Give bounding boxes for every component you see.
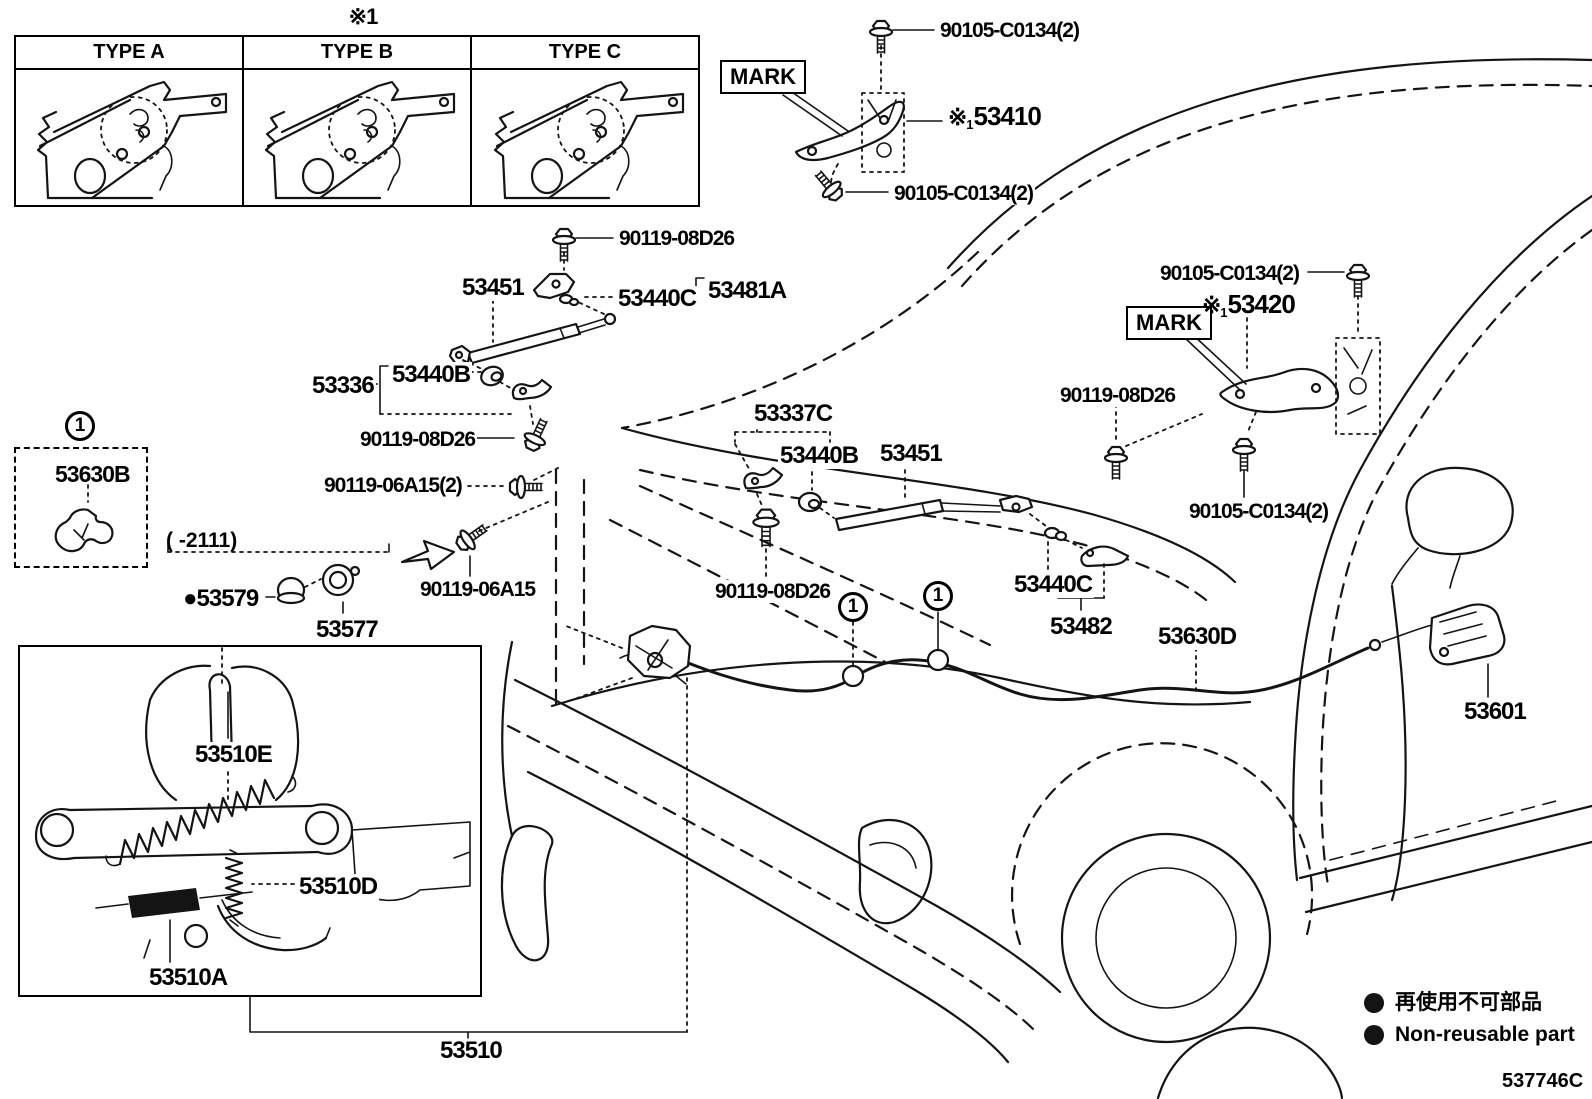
label-53510e: 53510E [193, 741, 274, 768]
stopper-cushion-drawing [168, 544, 389, 613]
label-90119-08d26-mid: 90119-08D26 [713, 580, 833, 603]
hood-hinge-lh-drawing [1103, 263, 1380, 497]
label-90105-second: 90105-C0134(2) [892, 182, 1035, 205]
type-c-header: TYPE C [548, 41, 622, 63]
figure-code: 537746C [1502, 1070, 1584, 1092]
hood-support-upper-drawing [366, 227, 704, 576]
label-53630d: 53630D [1156, 623, 1239, 650]
label-53440b-upper: 53440B [390, 361, 473, 388]
type-a-header: TYPE A [16, 37, 244, 68]
legend-bullets [1364, 993, 1384, 1045]
label-90105-right-bottom: 90105-C0134(2) [1187, 500, 1330, 523]
type-comparison-table: TYPE A TYPE B TYPE C [14, 35, 700, 207]
legend-jp-row: 再使用不可部品 [1395, 992, 1542, 1013]
label-53440b-mid: 53440B [778, 442, 861, 469]
label-53451-mid: 53451 [878, 440, 944, 467]
label-53630b: 53630B [55, 461, 131, 487]
label-90105-top: 90105-C0134(2) [938, 19, 1081, 42]
type-c-cell [472, 70, 698, 205]
legend-jp-text: 再使用不可部品 [1395, 991, 1542, 1014]
label-date-range: ( -2111) [166, 529, 238, 552]
type-a-cell [16, 70, 244, 205]
label-53579: ●53579 [183, 585, 259, 612]
circled-callout-1-right: 1 [923, 581, 953, 611]
circled-callout-1-box: 1 [65, 411, 95, 441]
circled-callout-1-left: 1 [838, 592, 868, 622]
mark-callout-rh: MARK [720, 60, 806, 94]
label-53601: 53601 [1462, 698, 1528, 725]
label-53410: ※153410 [948, 101, 1042, 132]
label-90105-right-top: 90105-C0134(2) [1158, 262, 1301, 285]
label-53482: 53482 [1048, 613, 1114, 640]
hood-lock-detail-box [18, 645, 482, 997]
label-53451-upper: 53451 [460, 274, 526, 301]
label-90119-06a15: 90119-06A15 [418, 578, 538, 601]
hood-support-mid-drawing [735, 422, 1196, 694]
type-b-cell [244, 70, 472, 205]
clip-53630b-drawing [56, 485, 113, 551]
label-53510a: 53510A [147, 964, 230, 991]
label-90119-08d26-left: 90119-08D26 [358, 428, 478, 451]
label-53577: 53577 [316, 616, 379, 643]
type-b-header: TYPE B [244, 37, 472, 68]
label-53510: 53510 [440, 1037, 503, 1064]
label-53336: 53336 [310, 372, 376, 399]
label-90119-08d26-right: 90119-08D26 [1058, 384, 1178, 407]
mark-callout-lh: MARK [1126, 306, 1212, 340]
legend-en-row: Non-reusable part [1395, 1024, 1575, 1045]
type-table-body [16, 70, 698, 205]
label-53420: ※153420 [1202, 289, 1296, 320]
label-53337c: 53337C [752, 400, 835, 427]
hood-lock-detail-drawing [36, 648, 470, 962]
hood-hinge-rh-drawing [783, 19, 942, 207]
table-note-ref: ※1 [348, 4, 379, 29]
legend-en-text: Non-reusable part [1395, 1023, 1575, 1046]
hood-lock-in-car-drawing [250, 626, 690, 1038]
label-53510d: 53510D [297, 873, 380, 900]
release-cable-drawing [620, 625, 1432, 700]
label-53481a: 53481A [706, 277, 789, 304]
clip-53630b-box [14, 447, 148, 568]
release-handle-drawing [1430, 604, 1504, 697]
label-53440c-upper: 53440C [616, 285, 699, 312]
label-53440c-mid: 53440C [1012, 571, 1095, 598]
label-90119-08d26-top: 90119-08D26 [617, 227, 737, 250]
type-table-header: TYPE A TYPE B TYPE C [16, 37, 698, 70]
label-90119-06a15-2: 90119-06A15(2) [322, 474, 464, 497]
